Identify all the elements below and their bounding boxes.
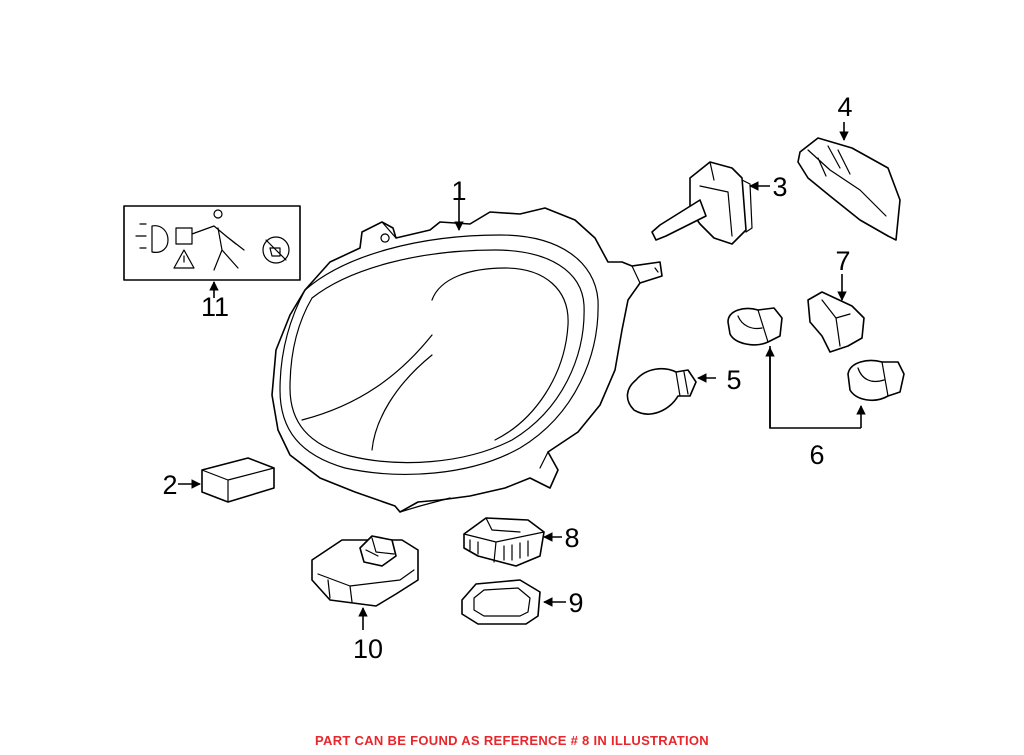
- callout-5: 5: [726, 365, 741, 395]
- callout-7: 7: [835, 246, 850, 276]
- control-module[interactable]: [311, 535, 419, 607]
- hid-bulb[interactable]: [651, 161, 753, 245]
- callout-1: 1: [451, 176, 466, 206]
- reference-note: PART CAN BE FOUND AS REFERENCE # 8 IN IL…: [315, 733, 709, 748]
- callout-10: 10: [353, 634, 383, 664]
- bulb-socket-left[interactable]: [727, 307, 783, 346]
- callout-2: 2: [162, 470, 177, 500]
- gasket-frame[interactable]: [461, 579, 541, 625]
- bulb-socket-right[interactable]: [847, 359, 905, 402]
- retaining-clip[interactable]: [807, 291, 865, 353]
- callout-11: 11: [201, 292, 229, 322]
- callout-3: 3: [772, 172, 787, 202]
- callout-9: 9: [568, 588, 583, 618]
- ballast-control-unit[interactable]: [463, 517, 545, 567]
- warning-label[interactable]: [123, 205, 301, 281]
- turn-signal-bulb[interactable]: [626, 367, 697, 415]
- headlight-cover[interactable]: [797, 137, 901, 241]
- headlight-assembly[interactable]: [271, 207, 663, 513]
- callout-4: 4: [837, 92, 852, 122]
- block-part[interactable]: [201, 457, 275, 503]
- callout-6: 6: [809, 440, 824, 470]
- leader-6-left: [769, 346, 861, 429]
- callout-8: 8: [564, 523, 579, 553]
